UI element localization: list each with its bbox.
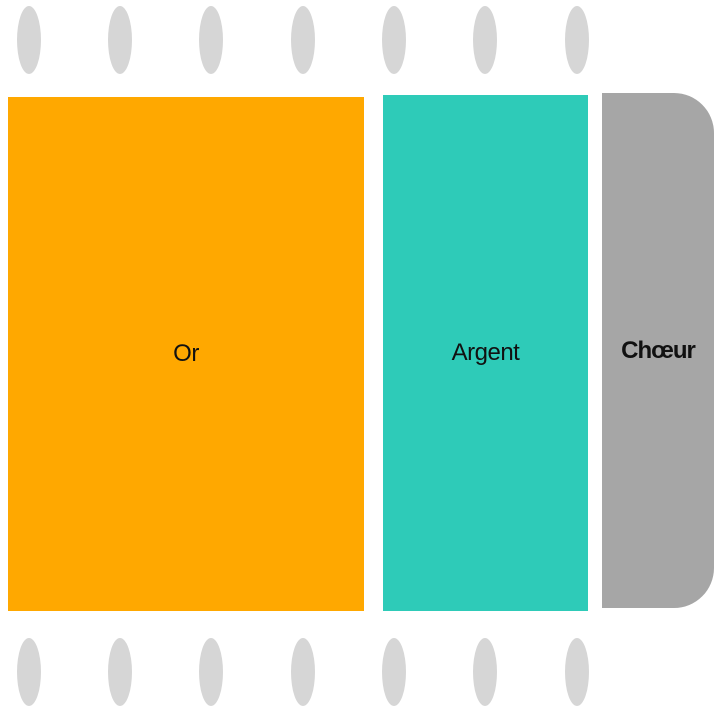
zone-gold[interactable]: Or bbox=[8, 97, 364, 611]
zone-choir[interactable]: Chœur bbox=[602, 93, 714, 608]
seat[interactable] bbox=[382, 6, 406, 74]
zone-gold-label: Or bbox=[173, 340, 199, 367]
zone-choir-label: Chœur bbox=[621, 336, 696, 364]
seat[interactable] bbox=[473, 638, 497, 706]
seat[interactable] bbox=[108, 638, 132, 706]
seat[interactable] bbox=[199, 638, 223, 706]
seat[interactable] bbox=[108, 6, 132, 74]
seat[interactable] bbox=[565, 6, 589, 74]
seat[interactable] bbox=[17, 6, 41, 74]
zone-silver[interactable]: Argent bbox=[383, 95, 588, 611]
seat[interactable] bbox=[291, 6, 315, 74]
seat[interactable] bbox=[199, 6, 223, 74]
zone-silver-label: Argent bbox=[451, 339, 520, 366]
seat[interactable] bbox=[291, 638, 315, 706]
seat[interactable] bbox=[17, 638, 41, 706]
seat[interactable] bbox=[565, 638, 589, 706]
seat[interactable] bbox=[382, 638, 406, 706]
seat[interactable] bbox=[473, 6, 497, 74]
